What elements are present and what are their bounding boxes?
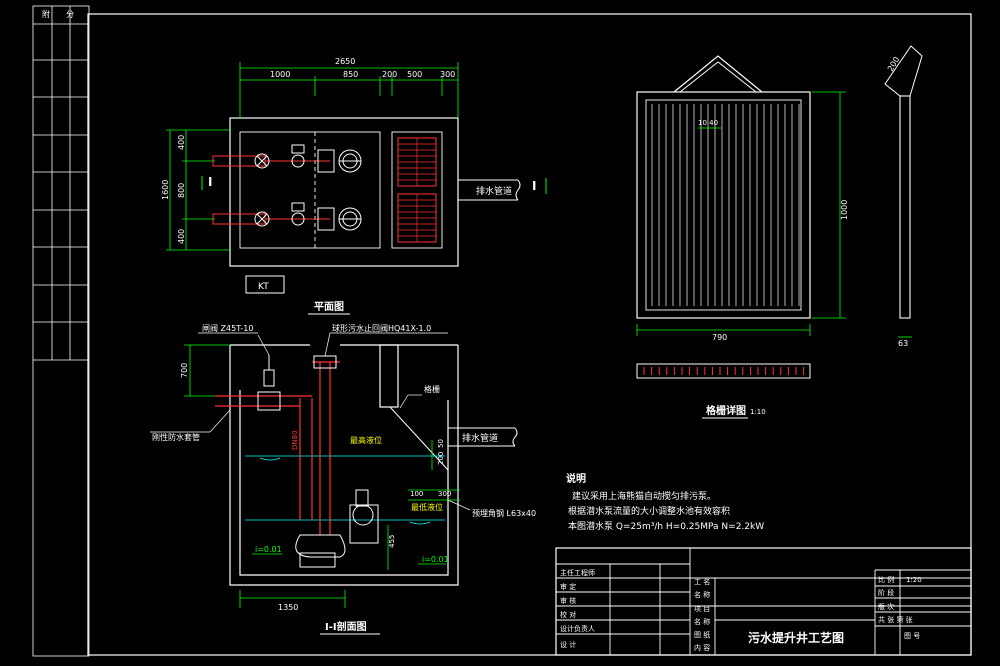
grille-width-dim: 790 — [712, 333, 727, 342]
plan-outlet-label: 排水管道 — [476, 185, 512, 197]
tb-right-1: 比 例 — [878, 575, 894, 584]
plan-dim-h3: 400 — [177, 229, 186, 244]
embed-label: 预埋角钢 L63x40 — [472, 508, 536, 518]
plan-grille-room — [391, 131, 443, 249]
tb-right-5: 图 号 — [904, 632, 920, 640]
strip-label-2: 分 — [66, 10, 74, 19]
tb-mid-1: 工 名 — [694, 577, 710, 586]
note-line-1: 建议采用上海熊猫自动搅匀排污泵。 — [572, 490, 716, 502]
dim-50: 50 — [437, 439, 445, 448]
valve-label: 闸阀 Z45T-10 — [202, 324, 253, 333]
grille-height-dim: 1000 — [840, 200, 849, 220]
slope-2: i=0.01 — [422, 555, 449, 564]
section-dimensions — [184, 344, 460, 608]
plan-dim-seg-4: 500 — [407, 70, 422, 79]
slope-1: i=0.01 — [255, 545, 282, 554]
plan-outlet-pipe — [458, 179, 521, 201]
note-line-2: 根据潜水泵流量的大小调整水池有效容积 — [568, 505, 730, 517]
plan-grille-racks — [397, 137, 437, 243]
tb-left-2: 审 定 — [560, 582, 576, 591]
kt-label: KT — [258, 282, 269, 292]
plan-dim-seg-5: 300 — [440, 70, 455, 79]
grille-title: 格栅详图 — [706, 404, 746, 417]
tb-left-6: 设 计 — [560, 640, 576, 649]
min-level-label: 最低液位 — [411, 502, 443, 512]
tb-mid-2: 名 称 — [694, 590, 710, 599]
dim-100: 100 — [410, 490, 423, 498]
grille-detail: 790 1000 63 200 10 40 格栅详图 1:10 — [636, 45, 923, 419]
plan-section-mark-left: I — [208, 175, 212, 189]
grille-side-dim: 63 — [898, 339, 908, 348]
water-levels — [245, 455, 445, 525]
dim-300: 300 — [438, 490, 451, 498]
max-level-label: 最高液位 — [350, 435, 382, 445]
dim-1350: 1350 — [278, 603, 298, 612]
tb-mid-4: 名 称 — [694, 617, 710, 626]
grille-bars — [651, 104, 800, 306]
plan-dim-h1: 400 — [177, 135, 186, 150]
title-block — [555, 547, 972, 656]
plan-dim-h2: 800 — [177, 183, 186, 198]
plan-dim-total: 2650 — [335, 57, 355, 66]
grille-side-view — [899, 95, 911, 319]
tb-mid-5: 图 纸 — [694, 630, 710, 639]
notes-heading: 说明 — [566, 472, 586, 485]
tb-mid-3: 项 目 — [694, 605, 710, 613]
tb-left-5: 设计负责人 — [560, 624, 595, 633]
drawing-title: 污水提升井工艺图 — [748, 630, 844, 645]
section-title: I-I剖面图 — [325, 620, 367, 633]
tb-scale-value: 1:20 — [906, 576, 922, 584]
section-valves — [257, 355, 379, 568]
section-outlet-label: 排水管道 — [462, 432, 498, 444]
tb-left-3: 审 核 — [560, 596, 576, 605]
plan-dim-seg-2: 850 — [343, 70, 358, 79]
plan-dim-height: 1600 — [161, 180, 170, 200]
tb-right-2: 阶 段 — [878, 588, 894, 597]
tb-left-4: 校 对 — [560, 610, 576, 619]
plan-title: 平面图 — [314, 301, 344, 313]
section-outlet-pipe — [448, 427, 518, 447]
tb-left-1: 主任工程师 — [560, 568, 595, 577]
drawing-frame — [32, 5, 972, 657]
sleeve-label: 刚性防水套管 — [152, 432, 200, 442]
plan-outer-wall — [229, 117, 459, 267]
notes: 说明 建议采用上海熊猫自动搅匀排污泵。 根据潜水泵流量的大小调整水池有效容积 本… — [566, 472, 764, 532]
tb-right-3: 版 次 — [878, 602, 894, 611]
kt-box — [245, 275, 285, 294]
note-line-3: 本图潜水泵 Q=25m³/h H=0.25MPa N=2.2kW — [568, 520, 764, 532]
grille-bottom-strip — [643, 367, 805, 375]
plan-dimensions — [166, 62, 459, 251]
dim-700: 700 — [180, 363, 189, 378]
plan-dim-seg-1: 1000 — [270, 70, 290, 79]
dim-455: 455 — [388, 535, 396, 548]
title-block-labels: 主任工程师 审 定 审 核 校 对 设计负责人 设 计 工 名 名 称 项 目 … — [560, 568, 922, 652]
grille-bar-dims: 10 40 — [698, 119, 718, 127]
grille-scale: 1:10 — [750, 408, 766, 416]
tb-right-4: 共 张 第 张 — [878, 615, 913, 624]
pipe-size-label: DN80 — [291, 430, 299, 450]
plan-section-mark-right: I — [532, 179, 536, 193]
section-view: 最高液位 最低液位 DN80 — [150, 323, 536, 635]
tb-mid-6: 内 容 — [694, 643, 710, 652]
plan-pump-line-lower — [212, 202, 362, 231]
grille-label: 格栅 — [424, 384, 440, 394]
dim-200: 200 — [437, 452, 445, 465]
check-valve-label: 球形污水止回阀HQ41X-1.0 — [332, 323, 431, 333]
plan-dim-seg-3: 200 — [382, 70, 397, 79]
section-grille-wall — [379, 344, 399, 408]
strip-label-1: 附 — [42, 9, 50, 19]
plan-pump-room — [239, 131, 381, 249]
